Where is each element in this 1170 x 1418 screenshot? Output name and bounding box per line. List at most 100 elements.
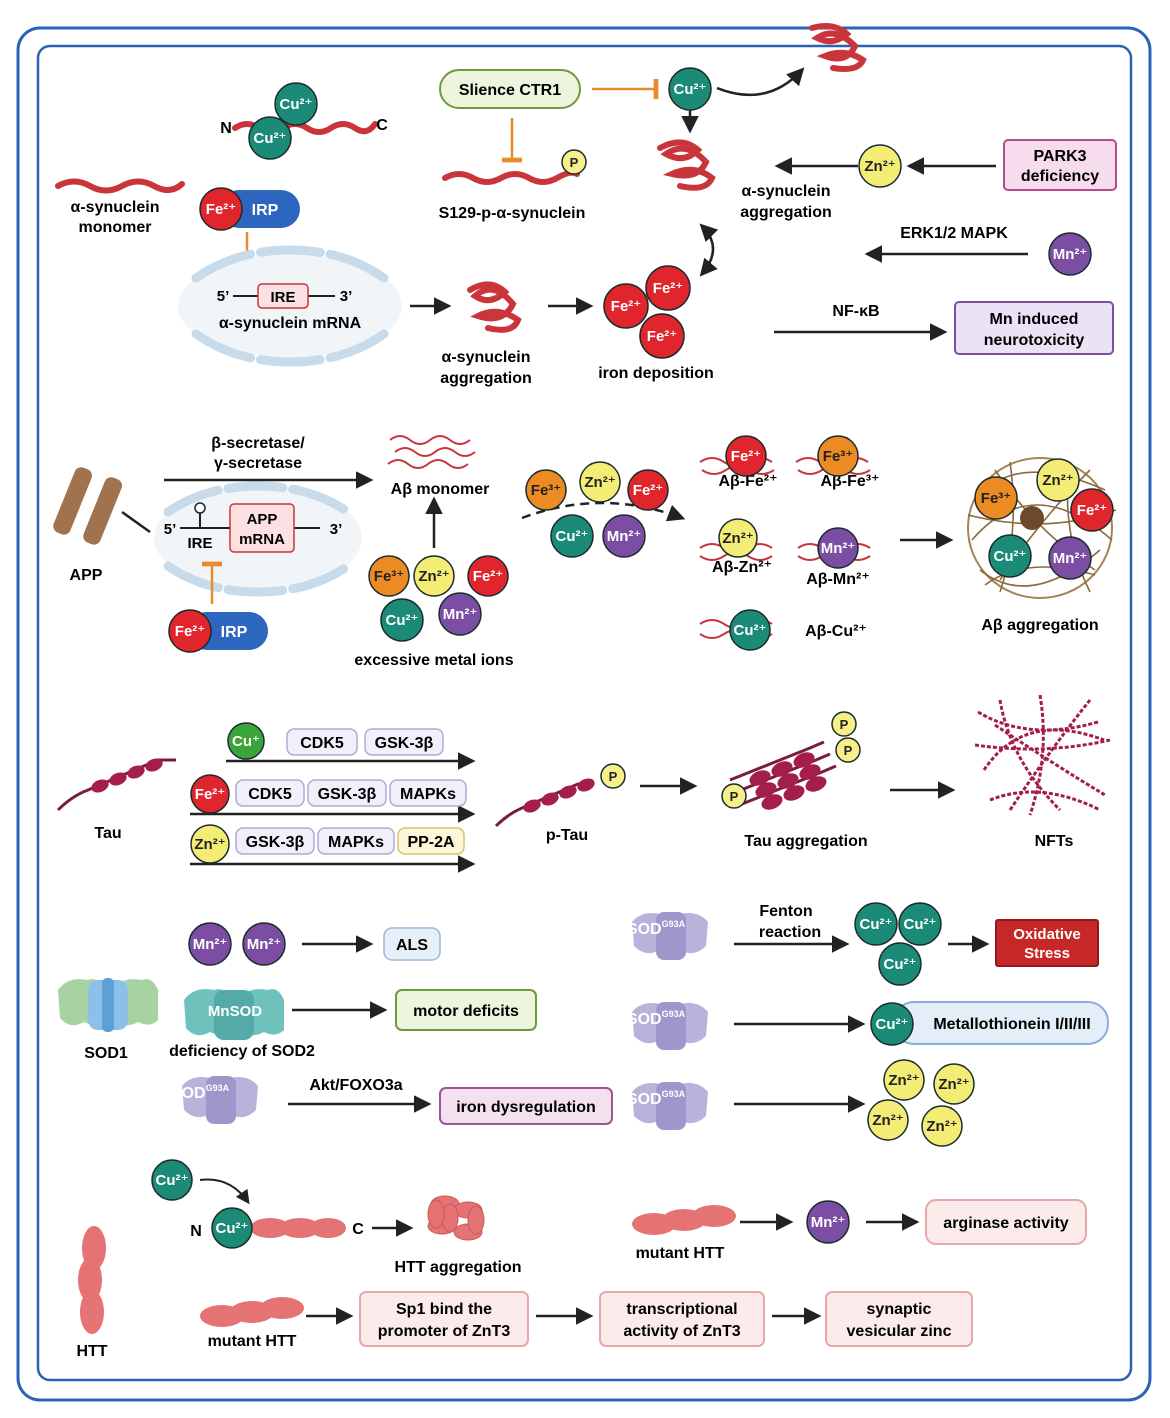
complex-cu-label: Aβ-Cu²⁺ — [805, 623, 867, 640]
ion-circle — [1036, 458, 1080, 502]
ion-circle — [806, 1200, 850, 1244]
ion-label: Fe³⁺ — [981, 490, 1011, 507]
iron-dys-box — [439, 1087, 613, 1125]
row3-gsk: GSK-3β — [246, 834, 305, 851]
metal-ion-zn: Zn²⁺ — [883, 1059, 925, 1101]
app-five: 5’ — [164, 521, 177, 538]
akt-label: Akt/FOXO3a — [309, 1077, 402, 1094]
htt-section: N C HTT aggregation mutant HTT arginase … — [76, 1178, 1087, 1360]
ion-label: Fe²⁺ — [611, 298, 641, 315]
ion-label: P — [840, 717, 849, 732]
ion-label: Fe²⁺ — [195, 786, 225, 803]
ion-circle — [550, 514, 594, 558]
tau-section: Tau CDK5 GSK-3β CDK5 GSK-3β MAPKs GSK-3β… — [56, 694, 1111, 873]
ion-circle — [878, 942, 922, 986]
metal-ion-fe: Fe²⁺ — [603, 283, 649, 329]
ion-circle — [602, 514, 646, 558]
motor-box — [395, 989, 537, 1031]
ion-label: Cu²⁺ — [216, 1220, 249, 1237]
arrow-dashed-metals — [521, 501, 686, 522]
row2-cdk5-box — [235, 779, 305, 807]
ion-circle — [211, 1207, 253, 1249]
ion-circle — [725, 435, 767, 477]
ion-label: Mn²⁺ — [811, 1214, 846, 1231]
phospho-icon: P — [835, 737, 861, 763]
sod-g93a-1-label: SODG93A — [171, 1083, 230, 1102]
ion-circle — [368, 555, 410, 597]
iron-deposition-label: iron deposition — [598, 365, 714, 382]
ion-circle — [190, 774, 230, 814]
membrane-top — [191, 245, 389, 283]
row1-gsk: GSK-3β — [375, 735, 434, 752]
ion-circle — [579, 461, 621, 503]
arginase-box — [925, 1199, 1087, 1245]
ion-circle — [867, 1099, 909, 1141]
app-label: APP — [70, 567, 103, 584]
ion-circle — [380, 598, 424, 642]
ion-label: Zn²⁺ — [864, 158, 895, 175]
row2-cdk5: CDK5 — [248, 786, 292, 803]
silence-ctr1-box — [439, 69, 581, 109]
app-mrna-label-1: APP — [247, 511, 278, 528]
row1-cdk5-box — [286, 728, 358, 756]
mutant-htt-1 — [632, 1205, 736, 1235]
ion-circle — [603, 283, 649, 329]
sp1-label-2: promoter of ZnT3 — [378, 1323, 511, 1340]
ion-label: Cu²⁺ — [254, 130, 287, 147]
app-ire-label: IRE — [187, 535, 212, 552]
tau-label: Tau — [94, 825, 121, 842]
ion-circle — [858, 144, 902, 188]
metal-ion-mn: Mn²⁺ — [1048, 232, 1092, 276]
ion-circle — [898, 902, 942, 946]
secretase-label-1: β-secretase/ — [211, 435, 305, 452]
iron-dys-label: iron dysregulation — [456, 1099, 596, 1116]
transcription-box — [599, 1291, 765, 1347]
ion-label: Fe²⁺ — [473, 568, 503, 585]
metal-ion-cu: Cu²⁺ — [870, 1002, 914, 1046]
synuclein-section: N C α-synuclein monomer IRP 5’ 3’ IRE α-… — [55, 23, 1117, 387]
row2-gsk-box — [307, 779, 387, 807]
ion-label: Cu²⁺ — [876, 1016, 909, 1033]
row2-mapk: MAPKs — [400, 786, 456, 803]
ab-aggregation-label: Aβ aggregation — [981, 617, 1098, 634]
ion-label: Cu²⁺ — [280, 96, 313, 113]
ion-label: Fe³⁺ — [823, 448, 853, 465]
ion-circle — [151, 1159, 193, 1201]
app-mrna-box — [229, 503, 295, 553]
ion-circle — [199, 187, 243, 231]
phospho-icon: P — [600, 763, 626, 789]
mutant-htt-label-2: mutant HTT — [208, 1333, 297, 1350]
metal-ion-zn: Zn²⁺ — [921, 1105, 963, 1147]
sp1-box — [359, 1291, 529, 1347]
ire-box — [257, 283, 309, 309]
ion-label: Cu²⁺ — [884, 956, 917, 973]
metal-ion-fe: Fe²⁺ — [645, 265, 691, 311]
ion-label: Zn²⁺ — [722, 530, 753, 547]
synaptic-label-1: synaptic — [867, 1301, 932, 1318]
mrna-label: α-synuclein mRNA — [219, 315, 362, 332]
tau-aggregate — [729, 740, 837, 810]
ion-label: P — [730, 789, 739, 804]
row3-gsk-box — [235, 827, 315, 855]
ion-circle — [168, 609, 212, 653]
inner-frame — [36, 44, 1133, 1382]
transcription-label-2: activity of ZnT3 — [623, 1323, 740, 1340]
row3-pp2a-box — [397, 827, 465, 855]
c-label: C — [376, 117, 388, 134]
row2-mapk-box — [389, 779, 467, 807]
ion-label: Fe²⁺ — [653, 280, 683, 297]
park3-label-1: PARK3 — [1033, 148, 1086, 165]
ptau-label: p-Tau — [546, 827, 588, 844]
htt-chain-1 — [250, 1218, 346, 1238]
ab-aggregate-core — [1020, 506, 1044, 530]
sod-g93a-3-label: SODG93A — [627, 1009, 686, 1028]
phospho-icon: P — [831, 711, 857, 737]
metal-ion-zn: Zn²⁺ — [933, 1063, 975, 1105]
ab-monomer-label: Aβ monomer — [391, 481, 490, 498]
ion-label: Zn²⁺ — [194, 836, 225, 853]
metal-ion-mn: Mn²⁺ — [602, 514, 646, 558]
app-bar-1 — [53, 467, 92, 535]
metal-ion-zn: Zn²⁺ — [579, 461, 621, 503]
ion-label: Mn²⁺ — [1053, 246, 1088, 263]
